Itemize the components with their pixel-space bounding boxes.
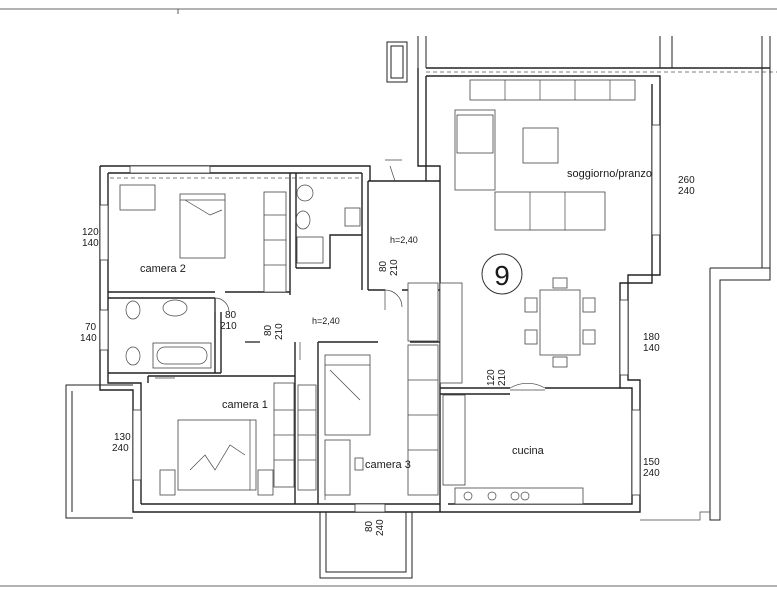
dim-cucina-window-h: 240 [643, 468, 660, 479]
dim-camera2-window-h: 140 [82, 238, 99, 249]
room-label-camera2: camera 2 [140, 263, 186, 275]
balconies [65, 384, 413, 579]
dim-corridor-door-w: 80 [263, 324, 274, 336]
room-label-camera3: camera 3 [365, 459, 411, 471]
unit-number: 9 [494, 260, 510, 291]
dim-soggiorno-window-h: 240 [678, 186, 695, 197]
dim-kitchen-door-h: 210 [497, 369, 508, 386]
unit-number-circle [481, 253, 523, 295]
interior-walls [108, 173, 620, 504]
dim-cucina-window-w: 150 [643, 457, 660, 468]
height-label-ripostiglio: h=2,40 [390, 235, 418, 245]
dim-pranzo-window-w: 180 [643, 332, 660, 343]
dim-bagno-window-w: 70 [85, 322, 97, 333]
dim-camera2-window-w: 120 [82, 227, 99, 238]
dim-soggiorno-window-w: 260 [678, 175, 695, 186]
dim-camera3-window-h: 240 [375, 519, 386, 536]
dim-rip-door-h: 210 [389, 259, 400, 276]
dim-bagno-door-w: 80 [225, 310, 237, 321]
dim-camera1-window-w: 130 [114, 432, 131, 443]
dim-camera3-window-w: 80 [364, 520, 375, 532]
dim-bagno-door-h: 210 [220, 321, 237, 332]
dim-rip-door-w: 80 [378, 260, 389, 272]
dim-corridor-door-h: 210 [274, 323, 285, 340]
dim-bagno-window-h: 140 [80, 333, 97, 344]
room-label-soggiorno: soggiorno/pranzo [567, 168, 652, 180]
height-label-disimpegno: h=2,40 [312, 316, 340, 326]
room-label-cucina: cucina [512, 445, 545, 457]
dim-pranzo-window-h: 140 [643, 343, 660, 354]
windows [99, 124, 661, 513]
dim-kitchen-door-w: 120 [486, 369, 497, 386]
dim-camera1-window-h: 240 [112, 443, 129, 454]
room-label-camera1: camera 1 [222, 399, 268, 411]
furniture [119, 79, 636, 505]
